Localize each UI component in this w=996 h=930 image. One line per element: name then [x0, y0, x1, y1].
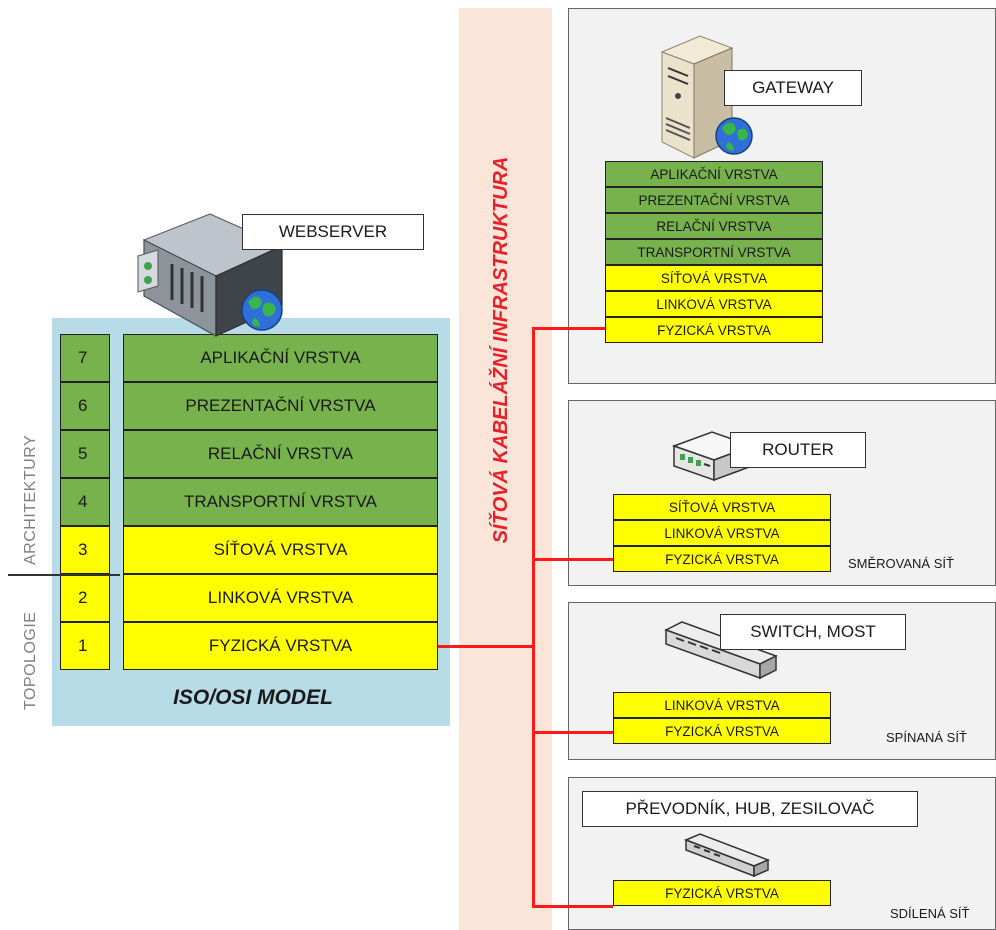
switch-label: SWITCH, MOST [720, 614, 906, 650]
architecture-label: ARCHITEKTURY [22, 434, 39, 565]
cable-to-switch [532, 731, 613, 734]
router-layer: LINKOVÁ VRSTVA [613, 520, 831, 546]
gateway-layer: TRANSPORTNÍ VRSTVA [605, 239, 823, 265]
osi-layer-5-row: 5 RELAČNÍ VRSTVA [60, 430, 438, 478]
gateway-layer: APLIKAČNÍ VRSTVA [605, 161, 823, 187]
cable-to-hub [532, 905, 613, 908]
switch-layer: LINKOVÁ VRSTVA [613, 692, 831, 718]
cable-to-gateway [532, 327, 605, 330]
layer-number: 5 [60, 430, 110, 478]
hub-label: PŘEVODNÍK, HUB, ZESILOVAČ [582, 791, 918, 827]
layer-name: APLIKAČNÍ VRSTVA [123, 334, 438, 382]
router-layer: SÍŤOVÁ VRSTVA [613, 494, 831, 520]
hub-layer: FYZICKÁ VRSTVA [613, 880, 831, 906]
topology-label: TOPOLOGIE [22, 611, 39, 710]
osi-layer-2-row: 2 LINKOVÁ VRSTVA [60, 574, 438, 622]
webserver-icon [137, 213, 284, 338]
gateway-layer: SÍŤOVÁ VRSTVA [605, 265, 823, 291]
osi-layer-7-row: 7 APLIKAČNÍ VRSTVA [60, 334, 438, 382]
gateway-layer: FYZICKÁ VRSTVA [605, 317, 823, 343]
layer-number: 6 [60, 382, 110, 430]
webserver-label: WEBSERVER [242, 214, 424, 250]
gateway-layer: PREZENTAČNÍ VRSTVA [605, 187, 823, 213]
layer-name: TRANSPORTNÍ VRSTVA [123, 478, 438, 526]
layer-number: 1 [60, 622, 110, 670]
cable-vertical-trunk [532, 327, 535, 908]
layer-number: 7 [60, 334, 110, 382]
layer-name: SÍŤOVÁ VRSTVA [123, 526, 438, 574]
osi-layer-6-row: 6 PREZENTAČNÍ VRSTVA [60, 382, 438, 430]
architecture-topology-divider [8, 574, 120, 576]
layer-number: 4 [60, 478, 110, 526]
router-network-label: SMĚROVANÁ SÍŤ [848, 556, 954, 571]
gateway-layer: RELAČNÍ VRSTVA [605, 213, 823, 239]
layer-number: 3 [60, 526, 110, 574]
layer-name: PREZENTAČNÍ VRSTVA [123, 382, 438, 430]
cable-horizontal-main [438, 645, 534, 648]
hub-icon [684, 833, 770, 878]
layer-number: 2 [60, 574, 110, 622]
gateway-layer: LINKOVÁ VRSTVA [605, 291, 823, 317]
cable-to-router [532, 558, 613, 561]
osi-layer-4-row: 4 TRANSPORTNÍ VRSTVA [60, 478, 438, 526]
switch-layer: FYZICKÁ VRSTVA [613, 718, 831, 744]
layer-name: RELAČNÍ VRSTVA [123, 430, 438, 478]
hub-network-label: SDÍLENÁ SÍŤ [890, 906, 970, 921]
router-label: ROUTER [730, 432, 866, 468]
switch-network-label: SPÍNANÁ SÍŤ [886, 730, 967, 745]
infrastructure-band [459, 8, 552, 930]
osi-model-title: ISO/OSI MODEL [173, 686, 333, 709]
gateway-label: GATEWAY [724, 70, 862, 106]
osi-layer-1-row: 1 FYZICKÁ VRSTVA [60, 622, 438, 670]
layer-name: FYZICKÁ VRSTVA [123, 622, 438, 670]
gateway-icon [660, 35, 753, 159]
osi-layer-3-row: 3 SÍŤOVÁ VRSTVA [60, 526, 438, 574]
infrastructure-label: SÍŤOVÁ KABELÁŽNÍ INFRASTRUKTURA [490, 156, 512, 544]
router-layer: FYZICKÁ VRSTVA [613, 546, 831, 572]
layer-name: LINKOVÁ VRSTVA [123, 574, 438, 622]
